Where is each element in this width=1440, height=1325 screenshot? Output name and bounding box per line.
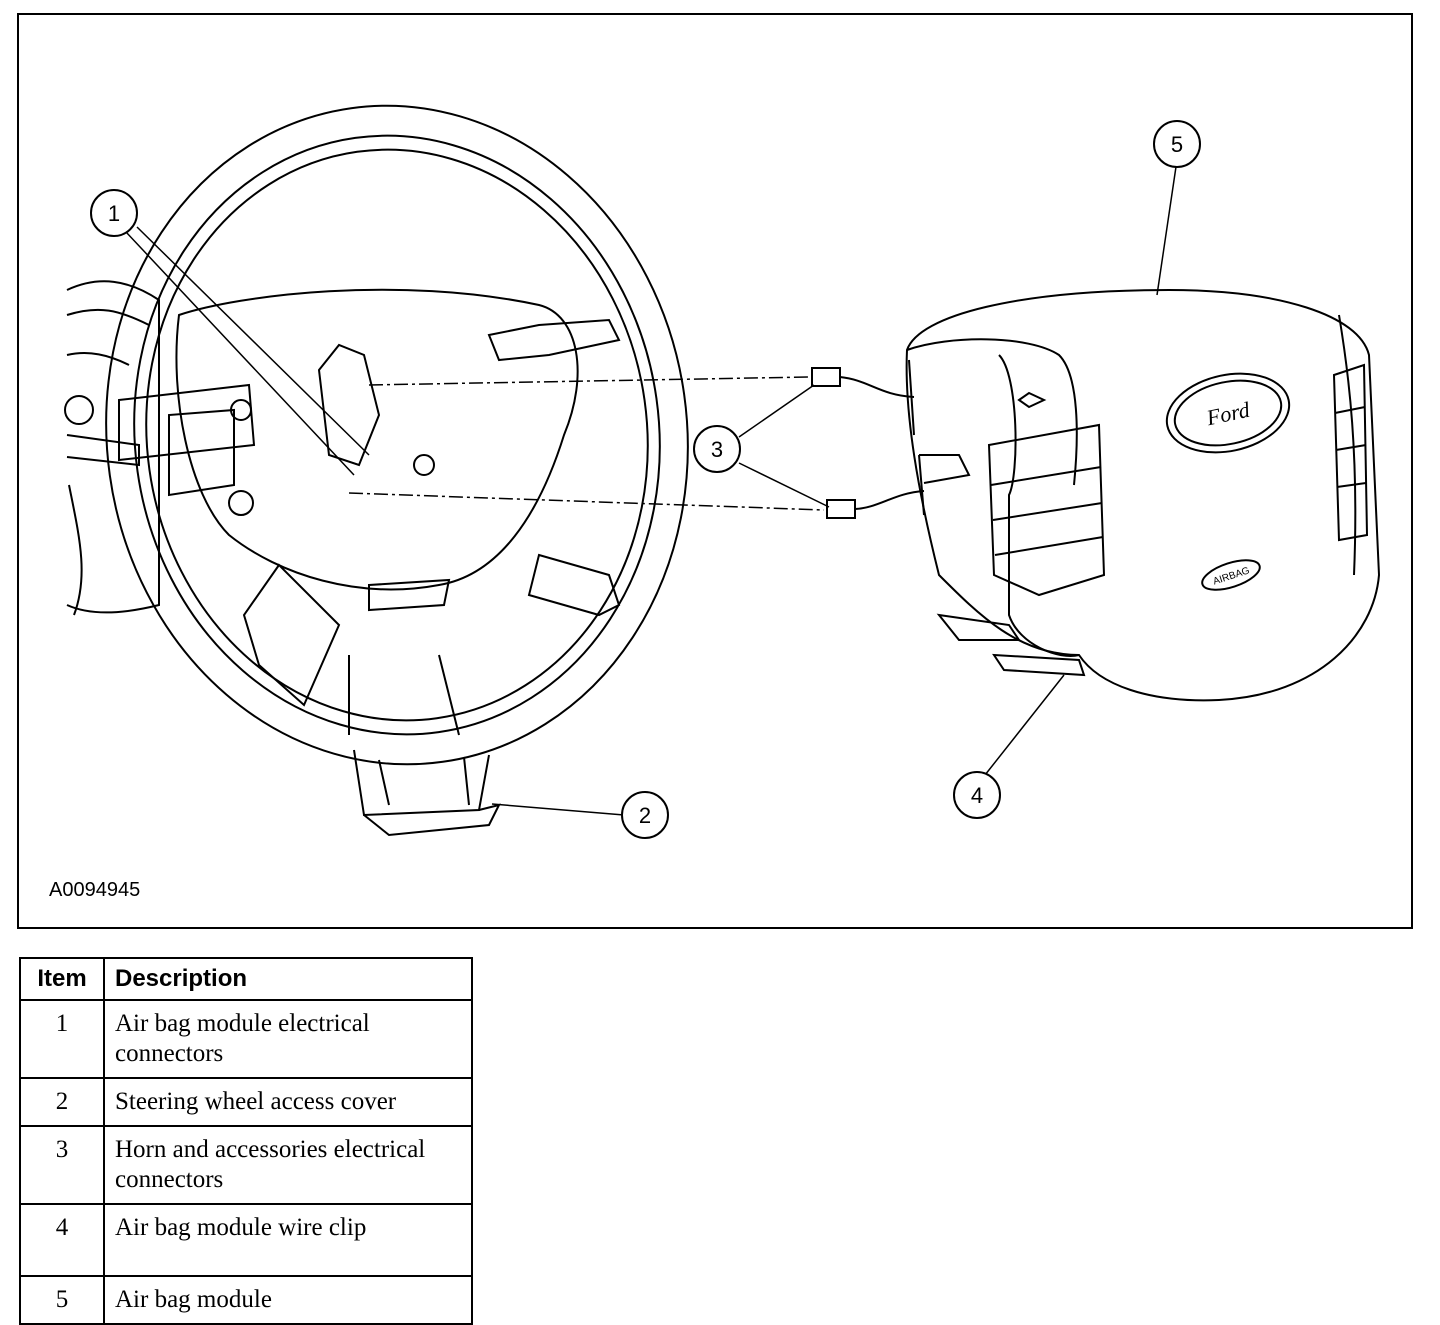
connector-wires bbox=[348, 367, 925, 519]
row-item: 2 bbox=[19, 1077, 105, 1127]
callout-label-2: 2 bbox=[639, 803, 651, 828]
row-description: Horn and accessories electrical connecto… bbox=[103, 1125, 473, 1205]
row-description: Steering wheel access cover bbox=[103, 1077, 473, 1127]
callout-circles bbox=[90, 120, 1201, 839]
table-row: 4 Air bag module wire clip bbox=[19, 1203, 473, 1277]
callout-5 bbox=[1153, 120, 1201, 168]
row-description: Air bag module electrical connectors bbox=[103, 999, 473, 1079]
table-row: 5 Air bag module bbox=[19, 1275, 473, 1325]
row-item: 4 bbox=[19, 1203, 105, 1277]
row-item: 5 bbox=[19, 1275, 105, 1325]
row-description: Air bag module bbox=[103, 1275, 473, 1325]
air-bag-module bbox=[905, 288, 1381, 702]
callout-leaders bbox=[125, 159, 1178, 816]
row-item: 1 bbox=[19, 999, 105, 1079]
callout-4 bbox=[953, 771, 1001, 819]
steering-wheel-diagram: 1 2 3 4 5 Ford AIRBAG bbox=[64, 104, 1381, 839]
figure-id: A0094945 bbox=[49, 879, 141, 901]
table-row: 1 Air bag module electrical connectors bbox=[19, 999, 473, 1079]
dashboard-drawing bbox=[64, 280, 160, 616]
callout-3 bbox=[693, 425, 741, 473]
callout-labels: 1 2 3 4 5 Ford AIRBAG bbox=[108, 132, 1253, 828]
callout-1 bbox=[90, 189, 138, 237]
callout-label-4: 4 bbox=[971, 783, 983, 808]
row-item: 3 bbox=[19, 1125, 105, 1205]
table-row: 3 Horn and accessories electrical connec… bbox=[19, 1125, 473, 1205]
connector-upper bbox=[811, 367, 841, 387]
callout-label-3: 3 bbox=[711, 437, 723, 462]
airbag-label-text: AIRBAG bbox=[1212, 565, 1252, 587]
steering-wheel bbox=[105, 104, 689, 837]
ford-logo-text: Ford bbox=[1203, 397, 1252, 431]
connector-lower bbox=[826, 499, 856, 519]
callout-label-1: 1 bbox=[108, 201, 120, 226]
legend-header-row: Item Description bbox=[19, 957, 473, 1001]
header-description: Description bbox=[103, 957, 473, 1001]
callout-label-5: 5 bbox=[1171, 132, 1183, 157]
row-description: Air bag module wire clip bbox=[103, 1203, 473, 1277]
header-item: Item bbox=[19, 957, 105, 1001]
table-row: 2 Steering wheel access cover bbox=[19, 1077, 473, 1127]
diagram-frame: 1 2 3 4 5 Ford AIRBAG A0094945 bbox=[17, 13, 1413, 929]
legend-table: Item Description 1 Air bag module electr… bbox=[19, 957, 473, 1325]
callout-2 bbox=[621, 791, 669, 839]
